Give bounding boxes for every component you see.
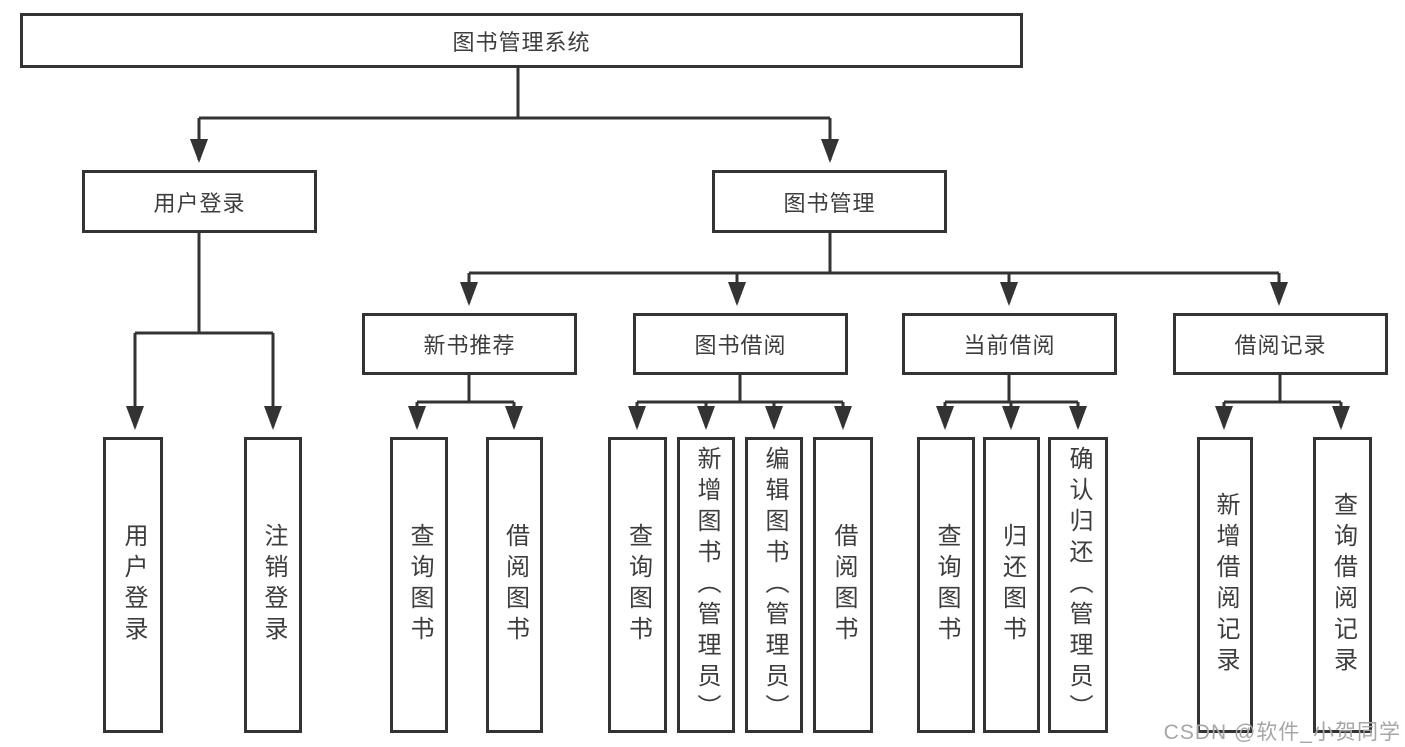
node-borrow-records: 借阅记录 bbox=[1173, 313, 1388, 375]
node-current-borrow: 当前借阅 bbox=[902, 313, 1117, 375]
node-book-management: 图书管理 bbox=[712, 170, 947, 233]
leaf-borrow-edit-books-admin: 编辑图书（管理员） bbox=[745, 437, 803, 733]
node-label: 借阅图书 bbox=[501, 523, 529, 647]
node-root-system: 图书管理系统 bbox=[20, 13, 1023, 68]
csdn-watermark: CSDN @软件_小贺同学 bbox=[1163, 721, 1401, 744]
leaf-current-confirm-return-admin: 确认归还（管理员） bbox=[1048, 437, 1108, 733]
leaf-newbooks-query-books: 查询图书 bbox=[390, 437, 448, 733]
node-label: 借阅记录 bbox=[1234, 333, 1327, 358]
node-label: 查询图书 bbox=[933, 523, 960, 647]
node-label: 当前借阅 bbox=[963, 333, 1056, 358]
node-label: 图书管理系统 bbox=[452, 29, 591, 55]
node-label: 用户登录 bbox=[153, 190, 246, 216]
node-label: 用户登录 bbox=[120, 523, 147, 647]
node-user-login: 用户登录 bbox=[82, 170, 317, 233]
node-label: 新增图书（管理员） bbox=[693, 445, 720, 725]
leaf-current-query-books: 查询图书 bbox=[917, 437, 975, 733]
leaf-logout: 注销登录 bbox=[244, 437, 302, 733]
node-label: 新书推荐 bbox=[423, 333, 516, 358]
node-label: 归还图书 bbox=[998, 523, 1026, 647]
leaf-borrow-borrow-books: 借阅图书 bbox=[813, 437, 873, 733]
leaf-user-login: 用户登录 bbox=[103, 437, 163, 733]
node-label: 查询借阅记录 bbox=[1329, 492, 1357, 678]
node-label: 借阅图书 bbox=[830, 523, 857, 647]
node-book-borrow: 图书借阅 bbox=[633, 313, 848, 375]
leaf-current-return-books: 归还图书 bbox=[983, 437, 1040, 733]
leaf-records-query-record: 查询借阅记录 bbox=[1313, 437, 1372, 733]
node-label: 查询图书 bbox=[624, 523, 652, 647]
node-label: 图书管理 bbox=[783, 190, 876, 216]
node-label: 注销登录 bbox=[260, 523, 287, 647]
leaf-records-add-record: 新增借阅记录 bbox=[1197, 437, 1253, 733]
leaf-newbooks-borrow-books: 借阅图书 bbox=[486, 437, 543, 733]
node-new-books: 新书推荐 bbox=[362, 313, 577, 375]
node-label: 新增借阅记录 bbox=[1212, 492, 1239, 678]
node-label: 编辑图书（管理员） bbox=[761, 445, 788, 725]
leaf-borrow-query-books: 查询图书 bbox=[608, 437, 667, 733]
node-label: 确认归还（管理员） bbox=[1065, 445, 1092, 725]
leaf-borrow-add-books-admin: 新增图书（管理员） bbox=[677, 437, 735, 733]
node-label: 查询图书 bbox=[406, 523, 433, 647]
node-label: 图书借阅 bbox=[694, 333, 787, 358]
